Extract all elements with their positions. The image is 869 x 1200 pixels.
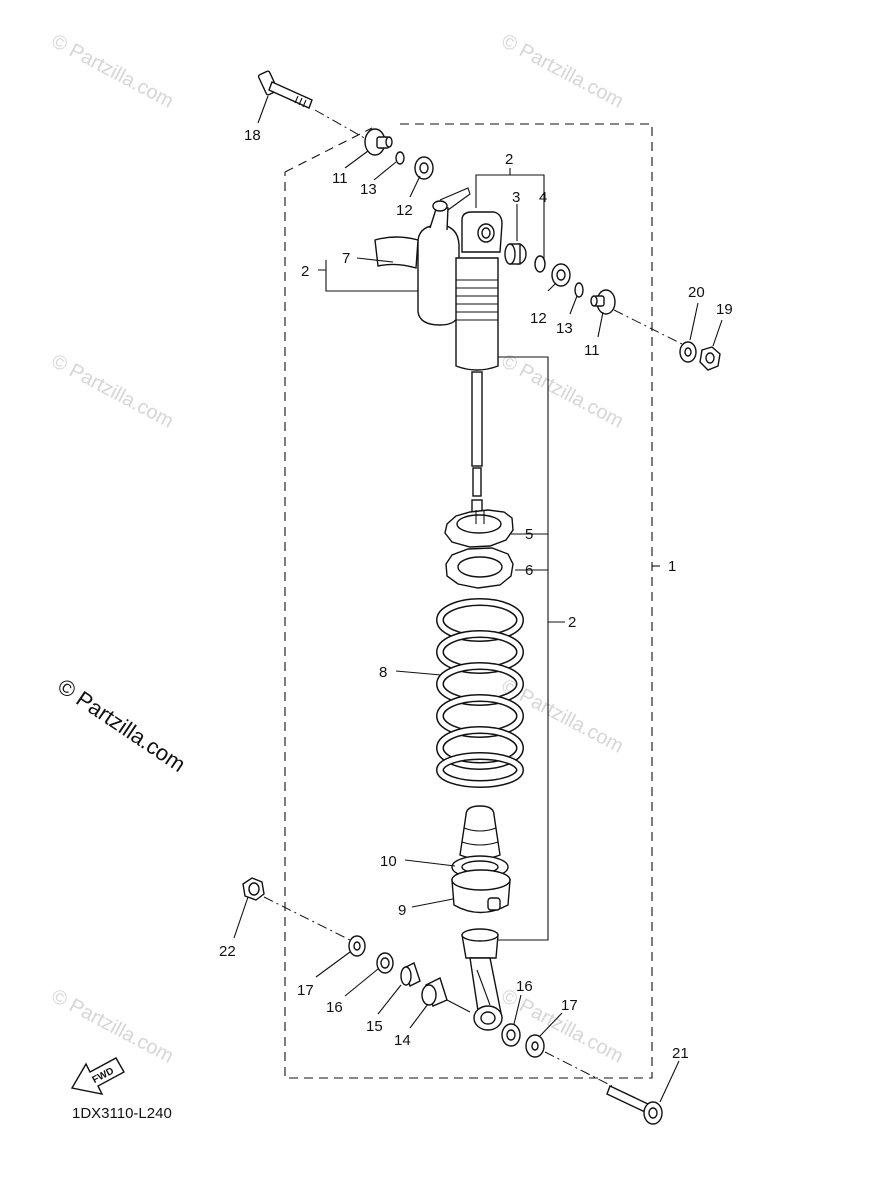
watermark: © Partzilla.com (48, 985, 177, 1068)
callout-17[interactable]: 17 (561, 997, 578, 1014)
nut-19 (699, 346, 721, 371)
oring-13-upper (395, 151, 405, 165)
oring-13-lower (574, 282, 584, 298)
assembly-boundary (284, 123, 653, 1079)
bracket-2-top (475, 168, 545, 259)
collar-11-lower (590, 289, 616, 315)
dust-seal-16-left (376, 952, 394, 974)
callout-2[interactable]: 2 (505, 151, 513, 168)
axis-upper-left (314, 109, 369, 141)
nut-22 (242, 877, 265, 901)
callout-10[interactable]: 10 (380, 853, 397, 870)
bump-stop-10 (451, 805, 509, 879)
callout-22[interactable]: 22 (219, 943, 236, 960)
diagram-code: 1DX3110-L240 (72, 1105, 172, 1122)
callout-19[interactable]: 19 (716, 301, 733, 318)
collar-11-upper (364, 128, 393, 156)
ring-4 (534, 255, 546, 273)
callout-labels: 18 11 13 12 2 3 4 7 2 12 13 11 20 19 5 6… (219, 127, 733, 1062)
leader-lines (233, 95, 723, 1103)
clip-7 (374, 236, 419, 269)
callout-2[interactable]: 2 (301, 263, 309, 280)
bearing-3 (504, 243, 527, 265)
callout-20[interactable]: 20 (688, 284, 705, 301)
bearing-12-upper (414, 156, 434, 180)
callout-12[interactable]: 12 (396, 202, 413, 219)
watermark: © Partzilla.com (48, 30, 177, 113)
callout-17[interactable]: 17 (297, 982, 314, 999)
axis-lower-mid (446, 999, 471, 1013)
callout-11[interactable]: 11 (332, 170, 348, 187)
watermark: © Partzilla.com (498, 350, 627, 433)
spring-seat-9 (451, 869, 511, 914)
watermark: © Partzilla.com (48, 350, 177, 433)
axis-upper-right (613, 309, 683, 345)
lower-eye (461, 928, 503, 1031)
bracket-2-right (493, 356, 565, 941)
bracket-2-reservoir (318, 260, 418, 292)
callout-6[interactable]: 6 (525, 562, 533, 579)
washer-20 (679, 341, 697, 363)
shock-body (455, 211, 503, 525)
axis-lower-left (263, 896, 351, 941)
callout-9[interactable]: 9 (398, 902, 406, 919)
callout-18[interactable]: 18 (244, 127, 261, 144)
leader-7 (356, 257, 394, 263)
callout-1[interactable]: 1 (668, 558, 676, 575)
copyright-text: © Partzilla.com (53, 673, 190, 777)
callout-11[interactable]: 11 (584, 342, 600, 359)
locknut-6 (445, 547, 514, 589)
callout-15[interactable]: 15 (366, 1018, 383, 1035)
callout-5[interactable]: 5 (525, 526, 533, 543)
bearing-14 (421, 977, 448, 1007)
collar-15 (400, 962, 421, 987)
axis-lower-right (544, 1051, 613, 1087)
dust-seal-16-right (501, 1023, 521, 1047)
fwd-arrow-icon: FWD (70, 1057, 125, 1095)
bolt-21 (606, 1085, 663, 1125)
bolt-18 (257, 70, 313, 109)
callout-2[interactable]: 2 (568, 614, 576, 631)
callout-16[interactable]: 16 (326, 999, 343, 1016)
callout-4[interactable]: 4 (539, 189, 547, 206)
callout-14[interactable]: 14 (394, 1032, 411, 1049)
washer-17-right (525, 1034, 545, 1058)
callout-12[interactable]: 12 (530, 310, 547, 327)
locknut-5 (444, 509, 514, 548)
callout-13[interactable]: 13 (360, 181, 377, 198)
callout-16[interactable]: 16 (516, 978, 533, 995)
callout-7[interactable]: 7 (342, 250, 350, 267)
callout-8[interactable]: 8 (379, 664, 387, 681)
washer-17-left (348, 935, 366, 957)
callout-21[interactable]: 21 (672, 1045, 689, 1062)
spring-8 (436, 598, 524, 788)
callout-13[interactable]: 13 (556, 320, 573, 337)
bearing-12-lower (551, 263, 571, 287)
watermark: © Partzilla.com (498, 30, 627, 113)
callout-3[interactable]: 3 (512, 189, 520, 206)
